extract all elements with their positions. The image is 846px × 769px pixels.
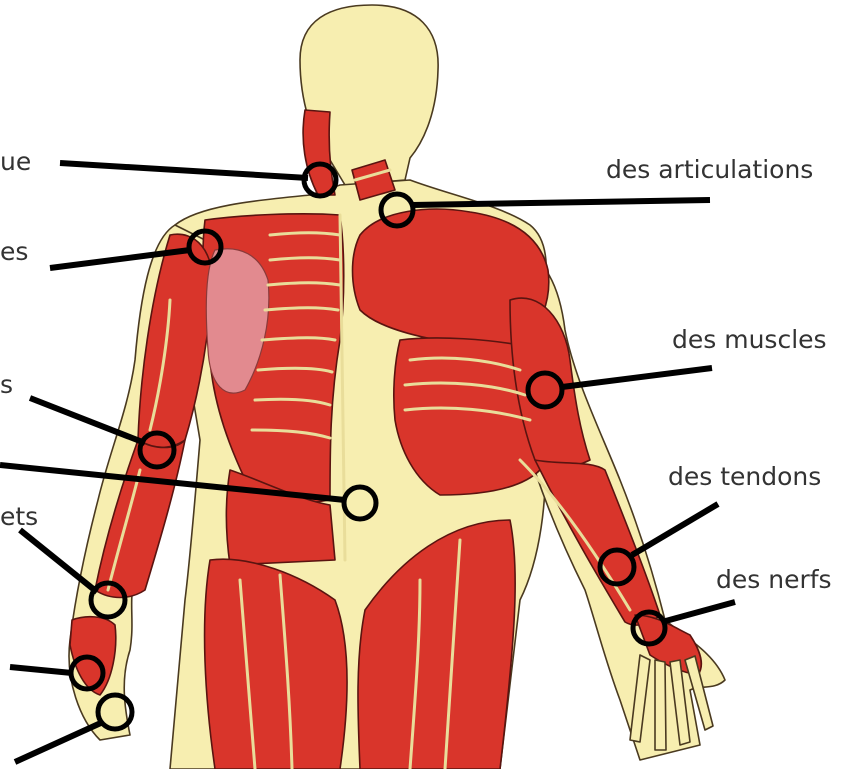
pointer-line	[60, 163, 308, 178]
pointer-line	[10, 667, 72, 673]
finger	[655, 660, 666, 750]
label-articulations: des articulations	[606, 155, 813, 184]
label-left-3: s	[0, 370, 13, 399]
pointer-line	[662, 602, 735, 622]
label-left-4: ets	[0, 502, 38, 531]
pointer-line	[15, 722, 103, 762]
label-nerfs: des nerfs	[716, 565, 832, 594]
label-muscles: des muscles	[672, 325, 827, 354]
pointer-line	[632, 504, 718, 555]
label-tendons: des tendons	[668, 462, 821, 491]
pointer-line	[562, 368, 712, 387]
label-left-1: ue	[0, 147, 31, 176]
label-left-2: es	[0, 237, 28, 266]
